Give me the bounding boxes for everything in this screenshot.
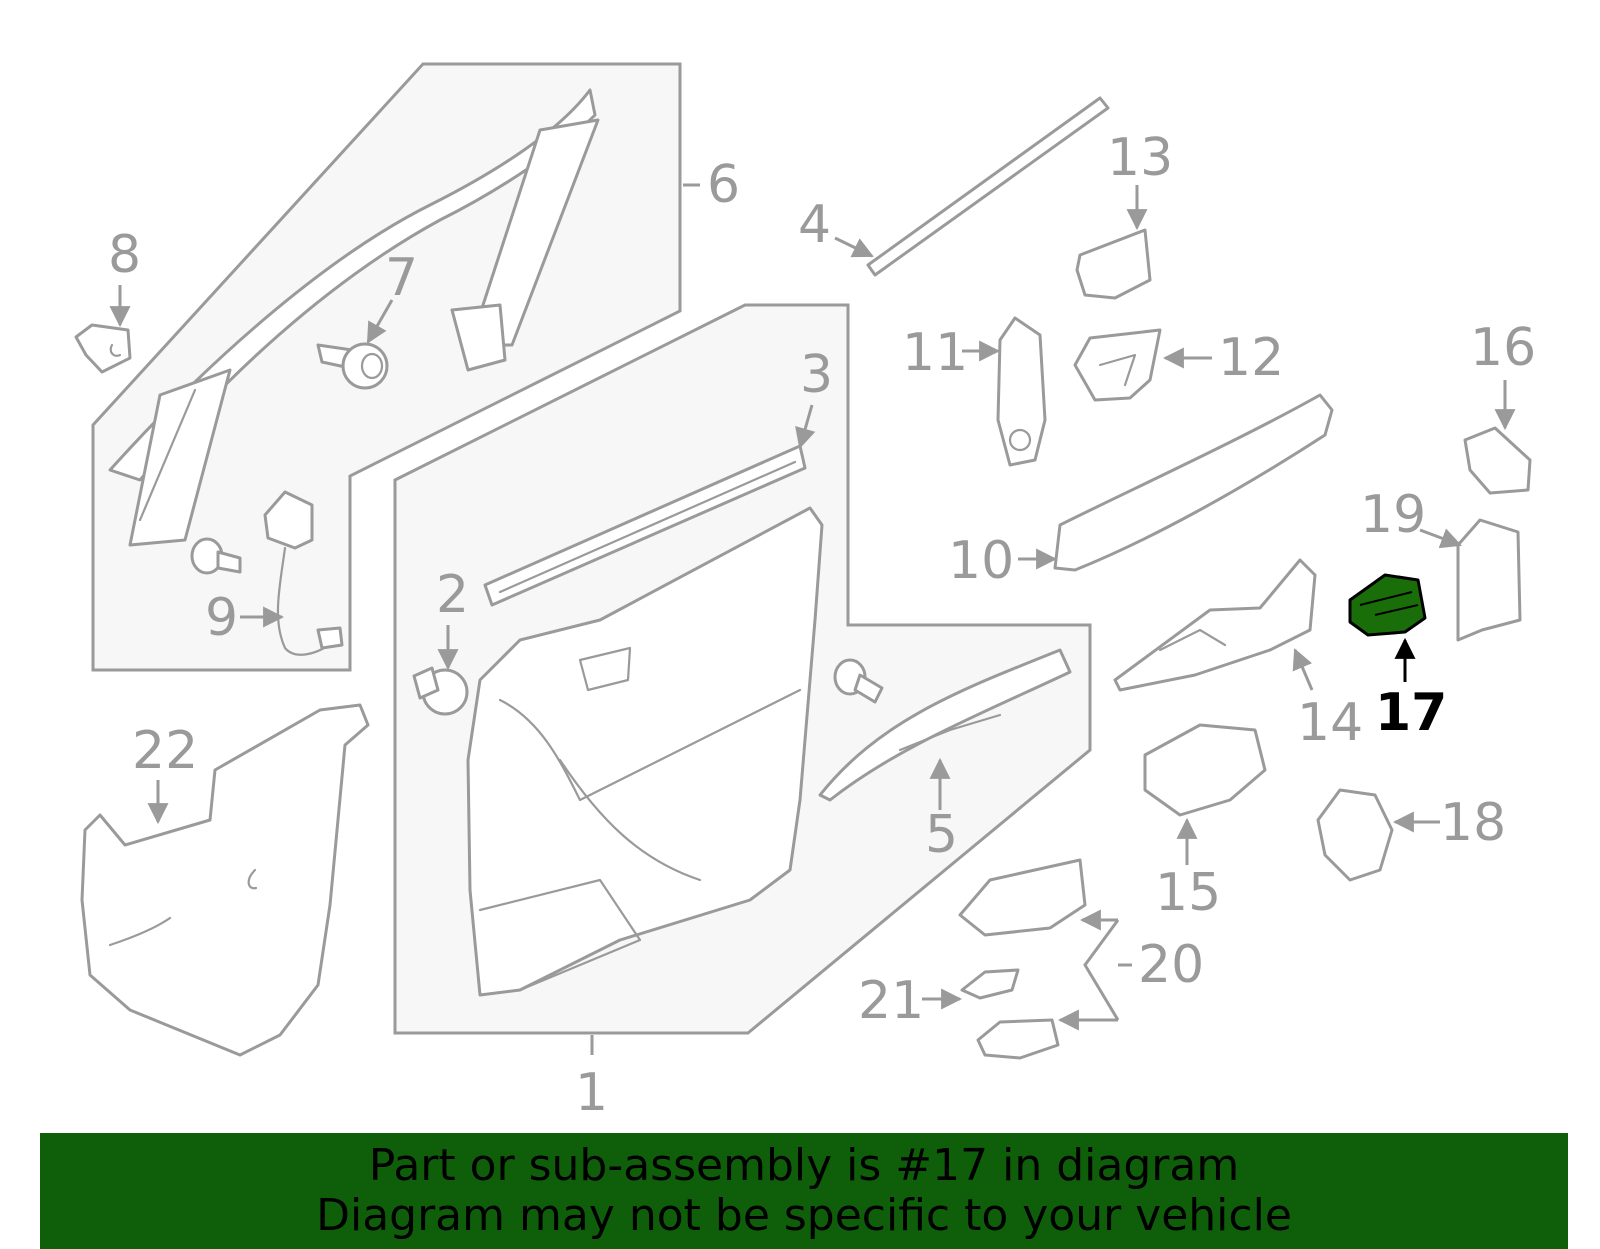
callout-10: 10: [948, 531, 1014, 591]
part-18-switch[interactable]: [1316, 788, 1394, 882]
part-8-bracket[interactable]: [74, 323, 132, 374]
callout-17: 17: [1375, 683, 1447, 743]
bolt-5[interactable]: [833, 658, 884, 704]
callout-6: 6: [707, 155, 740, 215]
part-6-window-sash[interactable]: [108, 88, 600, 547]
part-14-switch-panel[interactable]: [1113, 558, 1317, 692]
callout-4: 4: [798, 195, 831, 255]
callout-2: 2: [436, 565, 469, 625]
callout-labels: 1 2 3 4 5 6 7 8 9 10 11 12 13 14 15 16 1…: [108, 128, 1536, 1123]
part-3-weatherstrip[interactable]: [483, 444, 807, 607]
info-banner: Part or sub-assembly is #17 in diagram D…: [40, 1133, 1568, 1249]
part-1-door-panel[interactable]: [466, 506, 824, 997]
leader-lines: [109, 183, 1516, 1055]
part-7-clip[interactable]: [316, 342, 389, 390]
part-20-switch-upper[interactable]: [958, 858, 1087, 937]
part-17-highlighted-switch[interactable]: [1348, 573, 1427, 637]
banner-line-1: Part or sub-assembly is #17 in diagram: [368, 1140, 1240, 1191]
part-16-bracket[interactable]: [1463, 426, 1532, 495]
part-10-armrest[interactable]: [1053, 393, 1334, 572]
callout-1: 1: [575, 1063, 608, 1123]
callout-7: 7: [385, 248, 418, 308]
part-20-switch-lower[interactable]: [976, 1018, 1060, 1060]
callout-19: 19: [1360, 485, 1426, 545]
part-21-knob[interactable]: [960, 968, 1020, 1000]
callout-20: 20: [1138, 935, 1204, 995]
part-5-armrest-trim[interactable]: [818, 648, 1072, 802]
part-12-inner-handle[interactable]: [1073, 328, 1162, 402]
part-15-switch[interactable]: [1143, 723, 1267, 817]
callout-18: 18: [1440, 793, 1506, 853]
callout-22: 22: [132, 721, 198, 781]
banner-line-2: Diagram may not be specific to your vehi…: [316, 1190, 1292, 1241]
callout-12: 12: [1218, 328, 1284, 388]
callout-21: 21: [858, 971, 924, 1031]
callout-3: 3: [800, 345, 833, 405]
callout-8: 8: [108, 225, 141, 285]
callout-15: 15: [1155, 863, 1221, 923]
callout-13: 13: [1107, 128, 1173, 188]
bolt[interactable]: [190, 537, 242, 575]
part-4-molding[interactable]: [866, 96, 1110, 277]
part-13-cap[interactable]: [1075, 228, 1152, 300]
callout-14: 14: [1297, 693, 1363, 753]
part-22-water-shield[interactable]: [80, 703, 370, 1057]
callout-16: 16: [1470, 318, 1536, 378]
part-9-cable[interactable]: [263, 490, 344, 656]
callout-11: 11: [902, 323, 968, 383]
callout-5: 5: [925, 805, 958, 865]
part-19-module[interactable]: [1456, 518, 1522, 642]
callout-9: 9: [205, 588, 238, 648]
part-11-bracket[interactable]: [996, 316, 1047, 467]
